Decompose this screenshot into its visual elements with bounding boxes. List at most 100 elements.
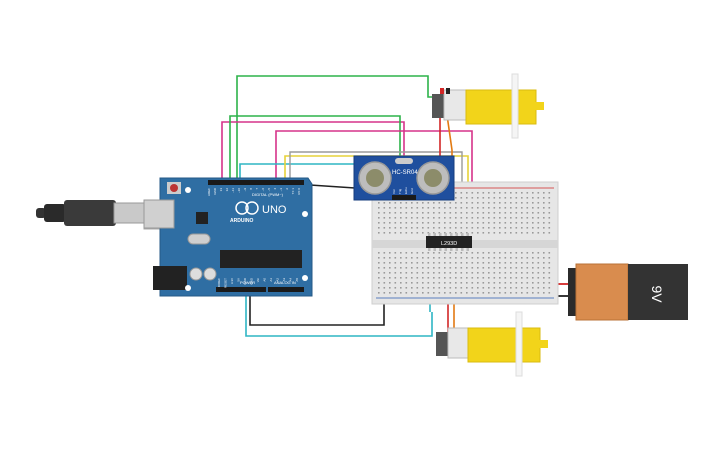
breadboard-hole <box>504 252 507 254</box>
breadboard-hole <box>400 262 402 264</box>
breadboard-hole <box>383 202 386 204</box>
breadboard-hole <box>460 292 463 294</box>
breadboard-hole <box>477 267 479 269</box>
breadboard-hole <box>510 232 512 234</box>
breadboard-hole <box>548 257 551 259</box>
wire-green-motor[interactable] <box>236 75 436 181</box>
breadboard-hole <box>526 207 529 209</box>
breadboard-hole <box>482 267 485 269</box>
breadboard-hole <box>499 227 501 229</box>
breadboard-hole <box>400 217 402 219</box>
breadboard-hole <box>499 222 501 224</box>
chip-leg <box>439 233 442 236</box>
breadboard-hole <box>493 252 496 254</box>
breadboard-hole <box>532 227 534 229</box>
breadboard-hole <box>400 267 402 269</box>
pin-label: GND <box>243 277 247 285</box>
breadboard-hole <box>477 272 479 274</box>
breadboard-hole <box>499 282 501 284</box>
wire-magenta-1[interactable] <box>221 121 405 181</box>
breadboard-hole <box>383 262 386 264</box>
breadboard-hole <box>504 222 507 224</box>
digital-header[interactable] <box>208 180 304 185</box>
breadboard-hole <box>515 277 518 279</box>
breadboard-hole <box>543 232 545 234</box>
breadboard-hole <box>515 272 518 274</box>
wire-cyan-1[interactable] <box>239 163 354 181</box>
breadboard-hole <box>444 267 446 269</box>
breadboard-hole <box>521 262 523 264</box>
breadboard-hole <box>532 287 534 289</box>
breadboard-hole <box>438 257 441 259</box>
breadboard-hole <box>499 217 501 219</box>
arduino-uno-board[interactable]: UNO ARDUINO DIGITAL (PWM~) POWER ANALOG … <box>143 177 313 297</box>
l293d-driver-chip[interactable]: L293D <box>426 233 472 251</box>
breadboard-hole <box>526 287 529 289</box>
wire-green-2[interactable] <box>229 115 401 185</box>
breadboard-hole <box>543 252 545 254</box>
pin-label: 8 <box>249 188 253 190</box>
breadboard-hole <box>482 227 485 229</box>
breadboard-hole <box>427 222 430 224</box>
breadboard-hole <box>460 202 463 204</box>
wire-cyan-bottom[interactable] <box>245 288 433 337</box>
breadboard-hole <box>493 217 496 219</box>
chip-leg <box>439 248 442 251</box>
breadboard-hole <box>493 192 496 194</box>
breadboard-hole <box>449 212 452 214</box>
breadboard-hole <box>532 277 534 279</box>
breadboard-hole <box>548 232 551 234</box>
arduino-brand-label: ARDUINO <box>230 218 253 224</box>
breadboard-hole <box>504 202 507 204</box>
breadboard-hole <box>438 212 441 214</box>
power-header[interactable] <box>216 287 266 292</box>
breadboard-hole <box>493 282 496 284</box>
breadboard-hole <box>532 252 534 254</box>
battery-9v-icon[interactable]: 9V <box>568 263 688 321</box>
breadboard-hole <box>537 227 540 229</box>
breadboard-hole <box>433 212 435 214</box>
breadboard-hole <box>422 262 424 264</box>
breadboard-hole <box>455 202 457 204</box>
breadboard-hole <box>537 197 540 199</box>
breadboard-hole <box>482 292 485 294</box>
breadboard-hole <box>537 207 540 209</box>
wire-black-bottom[interactable] <box>249 288 385 326</box>
breadboard-hole <box>422 292 424 294</box>
breadboard-hole <box>515 282 518 284</box>
breadboard-hole <box>405 217 408 219</box>
breadboard-hole <box>466 207 468 209</box>
breadboard-hole <box>482 272 485 274</box>
breadboard-hole <box>411 252 413 254</box>
breadboard-hole <box>449 252 452 254</box>
breadboard-hole <box>548 282 551 284</box>
breadboard-hole <box>438 287 441 289</box>
breadboard-hole <box>488 217 490 219</box>
breadboard-hole <box>400 277 402 279</box>
breadboard-hole <box>543 272 545 274</box>
breadboard-hole <box>427 292 430 294</box>
breadboard-hole <box>515 232 518 234</box>
chip-leg <box>461 248 464 251</box>
breadboard-hole <box>389 287 391 289</box>
breadboard-hole <box>515 227 518 229</box>
dc-motor-bottom[interactable] <box>436 311 548 377</box>
breadboard-hole <box>455 287 457 289</box>
breadboard-hole <box>422 277 424 279</box>
breadboard-hole <box>378 257 380 259</box>
breadboard-hole <box>488 262 490 264</box>
breadboard-hole <box>526 272 529 274</box>
breadboard-hole <box>444 287 446 289</box>
analog-header[interactable] <box>268 287 304 292</box>
breadboard-hole <box>493 277 496 279</box>
breadboard-hole <box>422 232 424 234</box>
breadboard-hole <box>499 252 501 254</box>
breadboard-hole <box>455 267 457 269</box>
breadboard-hole <box>488 267 490 269</box>
chip-leg <box>450 248 453 251</box>
dc-motor-top[interactable] <box>432 73 544 139</box>
breadboard-hole <box>460 257 463 259</box>
